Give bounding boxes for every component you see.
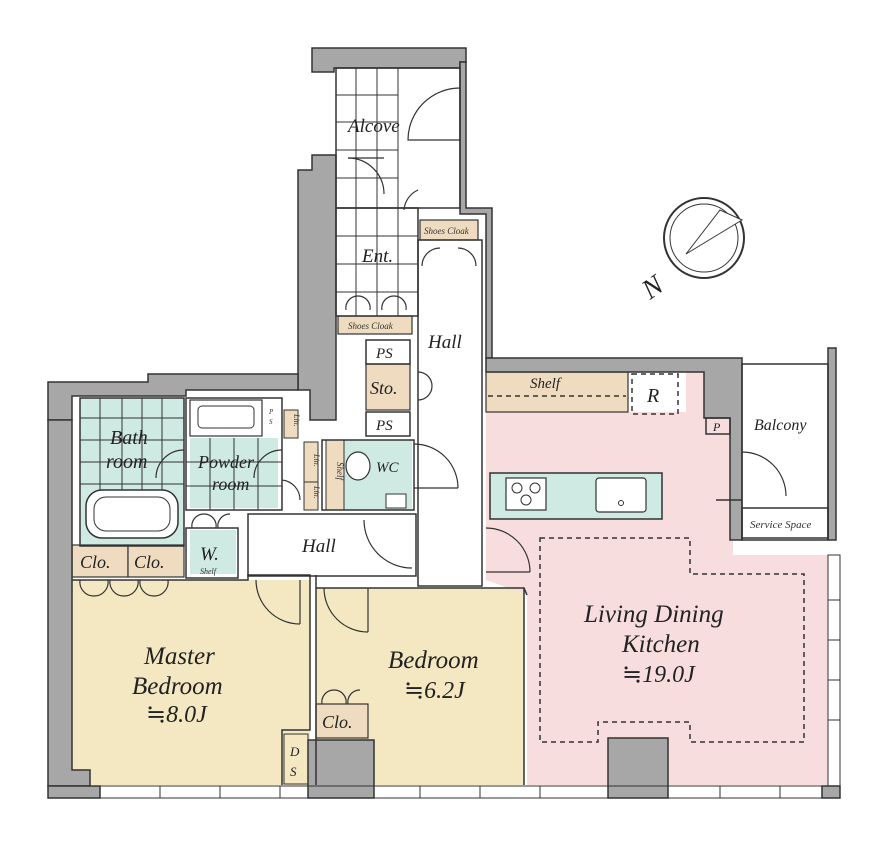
- label-ps-small-s: S: [269, 418, 273, 426]
- ps-upper-box: [365, 339, 411, 365]
- label-master-size: ≒8.0J: [146, 702, 208, 728]
- label-bath-2: room: [106, 451, 147, 473]
- compass-icon: [663, 197, 745, 279]
- burner-1: [511, 482, 523, 494]
- label-wardrobe-shelf: Shelf: [200, 567, 218, 576]
- master-bedroom-outline: [72, 574, 311, 785]
- bath-block: [79, 397, 185, 547]
- vanity-counter: [189, 399, 263, 437]
- window-mullions-right: [828, 599, 840, 721]
- label-ldk-2: Kitchen: [621, 631, 700, 658]
- master-bedroom-floor: [72, 580, 310, 785]
- label-entrance: Ent.: [361, 246, 393, 267]
- toilet: [345, 451, 371, 481]
- wall-entrance-right: [459, 61, 493, 359]
- pipe-space-box: [705, 417, 731, 435]
- kitchen-sink: [595, 477, 647, 513]
- label-shoes-cloak-upper: Shoes Cloak: [424, 226, 470, 236]
- shelf-top: [485, 371, 629, 413]
- bath-tiles: [80, 398, 184, 490]
- sink-drain: [618, 500, 624, 506]
- entrance-tiles: [336, 208, 418, 316]
- label-storage: Sto.: [370, 378, 398, 398]
- wall-balcony: [827, 347, 837, 541]
- label-service-space: Service Space: [750, 519, 811, 531]
- label-master-2: Bedroom: [132, 673, 223, 700]
- storage-box: [365, 363, 411, 411]
- window-band-bottom: [99, 785, 823, 799]
- label-shelf-top: Shelf: [530, 376, 562, 392]
- closet-2-box: [127, 544, 185, 578]
- label-ps-lower: PS: [375, 418, 393, 434]
- label-hall-upper: Hall: [427, 332, 462, 353]
- refrigerator-space: [631, 373, 679, 415]
- label-refrigerator: R: [646, 385, 659, 407]
- label-bath-1: Bath: [110, 427, 148, 449]
- wardrobe-floor: [190, 530, 236, 574]
- label-ps-small-p: P: [268, 408, 274, 416]
- ps-lower-box: [365, 411, 411, 437]
- label-alcove: Alcove: [346, 116, 400, 137]
- label-wardrobe: W.: [200, 544, 219, 565]
- compass-north-label: N: [635, 269, 670, 306]
- vanity-sink: [197, 405, 255, 429]
- burner-2: [529, 482, 541, 494]
- powder-tiles: [186, 438, 282, 510]
- wc-block: [321, 439, 415, 511]
- balcony-area: [741, 363, 829, 541]
- label-balcony: Balcony: [754, 417, 807, 434]
- label-bedroom-size: ≒6.2J: [404, 678, 466, 704]
- window-mullions-bottom: [159, 786, 781, 798]
- ds-box: [283, 733, 309, 785]
- wc-handsink: [385, 493, 407, 509]
- label-powder-1: Powder: [197, 452, 255, 472]
- label-ds-s: S: [290, 764, 297, 779]
- lower-hall: [247, 513, 417, 577]
- burner-3: [520, 494, 532, 506]
- bathtub: [85, 489, 179, 539]
- closet-1-box: [71, 544, 129, 578]
- label-wc-shelf: Shelf: [335, 462, 345, 481]
- label-wc: WC: [376, 460, 399, 476]
- label-master-1: Master: [143, 643, 215, 670]
- label-powder-2: room: [212, 474, 249, 494]
- label-pipe-space: P: [712, 420, 721, 434]
- bathtub-inner: [93, 496, 171, 532]
- linen-box-3: [303, 481, 319, 511]
- label-closet-2: Clo.: [134, 552, 165, 572]
- label-ldk-1: Living Dining: [583, 601, 724, 628]
- label-closet-1: Clo.: [80, 552, 111, 572]
- label-linen-2: Lin.: [312, 453, 321, 467]
- label-ldk-size: ≒19.0J: [622, 662, 696, 688]
- label-linen-1: Lin.: [292, 413, 301, 427]
- linen-box-1: [283, 409, 299, 439]
- service-space-box: [741, 507, 829, 539]
- label-ps-upper: PS: [375, 346, 393, 362]
- label-shoes-cloak-lower: Shoes Cloak: [348, 321, 394, 331]
- label-hall-lower: Hall: [301, 536, 336, 557]
- wall-bottom-col: [307, 739, 375, 799]
- label-linen-3: Lin.: [312, 485, 321, 499]
- wall-bottom-left: [47, 785, 101, 799]
- vertical-hall: [417, 239, 483, 587]
- label-ds-d: D: [289, 744, 300, 759]
- alcove-tiles: [336, 68, 399, 208]
- ldk-dashed-area: [539, 537, 805, 743]
- label-bedroom: Bedroom: [388, 647, 479, 674]
- doors: [79, 87, 787, 705]
- label-closet-3: Clo.: [322, 712, 353, 732]
- bedroom-corner: [523, 587, 528, 596]
- wall-left-corridor: [297, 154, 337, 421]
- window-band-right: [827, 554, 841, 787]
- wardrobe-block: [185, 527, 239, 579]
- closet-3-box: [315, 703, 369, 739]
- wall-ldk-col: [607, 737, 669, 799]
- wall-bottom-right: [821, 785, 841, 799]
